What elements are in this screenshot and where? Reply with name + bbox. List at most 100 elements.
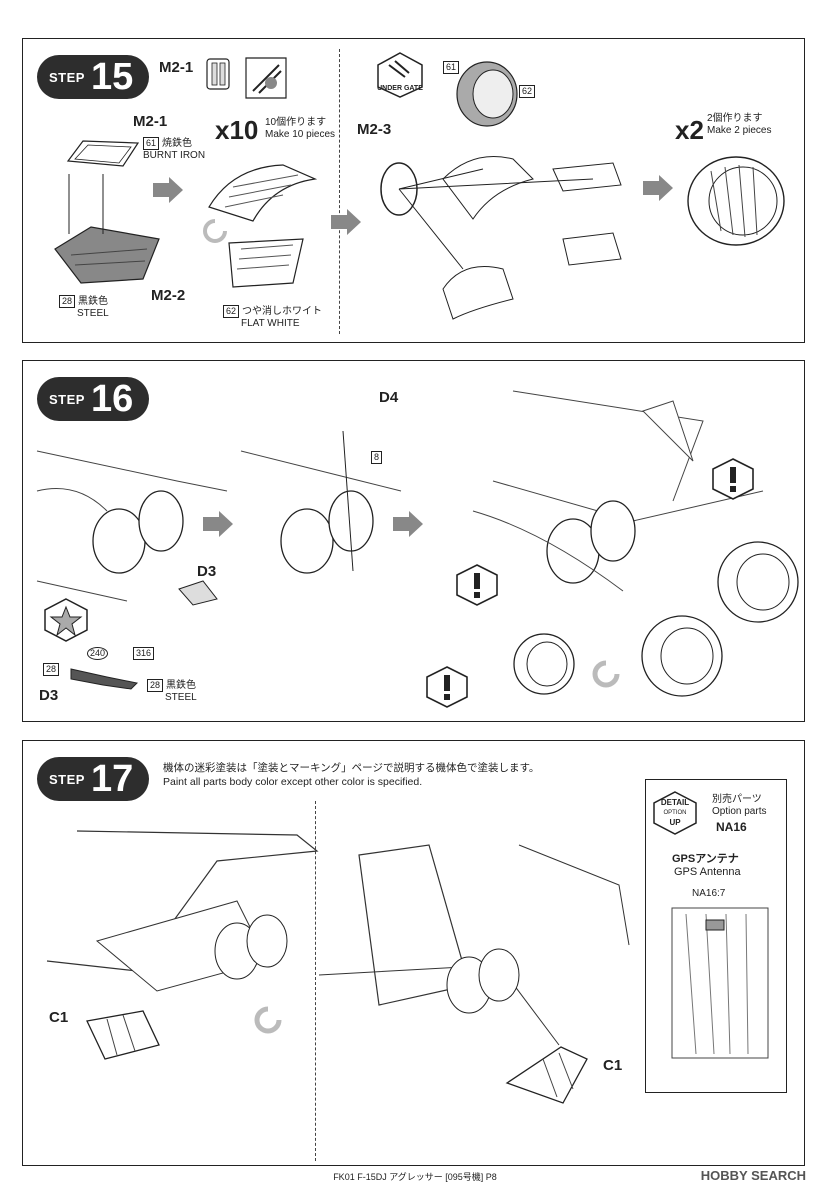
- color-name-en: STEEL: [77, 308, 109, 319]
- gps-label-jp: GPSアンテナ: [672, 853, 739, 865]
- paint-note: 機体の迷彩塗装は「塗装とマーキング」ページで説明する機体色で塗装します。 Pai…: [163, 761, 539, 789]
- step16-badge: STEP 16: [37, 377, 150, 421]
- step-arrow-icon: [643, 175, 673, 201]
- nozzle-complete-drawing: [687, 156, 785, 246]
- step17-badge: STEP 17: [37, 757, 150, 801]
- section-divider: [339, 49, 340, 334]
- step-label: STEP: [49, 391, 85, 407]
- make-count-10: 10個作ります Make 10 pieces: [265, 117, 335, 141]
- under-gate-label: UNDER GATE: [377, 85, 423, 92]
- step-arrow-icon: [153, 177, 183, 203]
- option-code: NA16: [716, 820, 747, 834]
- fuselage-tail-view-3: [472, 390, 764, 592]
- paint-note-jp: 機体の迷彩塗装は「塗装とマーキング」ページで説明する機体色で塗装します。: [163, 762, 540, 774]
- star-hex-icon: [44, 598, 88, 642]
- nozzle-petal-assembled-drawing: [208, 164, 318, 222]
- color-number-28: 28: [59, 295, 76, 308]
- color-name-jp: つや消しホワイト: [242, 306, 323, 317]
- part-c1-right-drawing: [505, 1046, 588, 1104]
- option-parts-box: DETAIL OPTION UP 別売パーツ Option parts NA16…: [645, 779, 787, 1093]
- part-number-8: 8: [371, 447, 385, 465]
- nozzle-ring-drawing: [513, 633, 575, 695]
- fuselage-tail-view-2: [240, 430, 402, 574]
- color-name-en: BURNT IRON: [143, 150, 206, 161]
- aircraft-tail-left-drawing: [46, 830, 319, 992]
- make-count-en: Make 2 pieces: [707, 125, 772, 136]
- part-number-240: 240: [87, 643, 111, 661]
- part-m22-drawing: [54, 226, 160, 284]
- option-parts-label: 別売パーツ Option parts: [712, 794, 767, 817]
- part-label-d3: D3: [197, 563, 217, 580]
- part-label-m21: M2-1: [133, 113, 168, 130]
- color-name-en: STEEL: [165, 692, 197, 703]
- part-label-d3-b: D3: [39, 687, 59, 704]
- nozzle-drawing-right: [717, 541, 799, 623]
- color-name-jp: 黒鉄色: [78, 296, 109, 307]
- gps-label-en: GPS Antenna: [674, 866, 741, 878]
- detail-up-label: DETAIL OPTION UP: [660, 798, 690, 827]
- sprue-part-icon: [206, 58, 230, 90]
- nozzle-petal-inner-drawing: [228, 238, 304, 288]
- page-footer: FK01 F-15DJ アグレッサー [095号機] P8: [333, 1172, 497, 1182]
- warning-hex-icon: [426, 666, 468, 708]
- rotate-icon: [592, 660, 620, 688]
- step-label: STEP: [49, 771, 85, 787]
- step-arrow-icon: [203, 511, 233, 537]
- color-name-jp: 黒鉄色: [166, 680, 197, 691]
- nozzle-exploded-drawing: [380, 156, 622, 320]
- color-number-61: 61: [143, 137, 160, 150]
- part-label-m22: M2-2: [151, 287, 186, 304]
- multiplier-x2: x2: [675, 115, 704, 145]
- color-number: 28: [147, 679, 164, 692]
- multiplier-x10: x10: [215, 115, 259, 145]
- assembly-guide-lines: [68, 174, 104, 234]
- step-number: 16: [90, 378, 134, 420]
- color-number-62: 62: [223, 305, 240, 318]
- step17-panel: STEP 17 機体の迷彩塗装は「塗装とマーキング」ページで説明する機体色で塗装…: [22, 740, 805, 1166]
- make-count-jp: 10個作ります: [265, 117, 327, 128]
- make-count-en: Make 10 pieces: [265, 129, 336, 140]
- part-label-c1-right: C1: [603, 1057, 623, 1074]
- part-c1-left-drawing: [86, 1010, 160, 1060]
- warning-hex-icon: [456, 564, 498, 606]
- make-count-jp: 2個作ります: [707, 113, 763, 124]
- step-number: 17: [90, 758, 134, 800]
- nozzle-ring-drawing: [456, 61, 518, 127]
- section-divider: [315, 801, 316, 1161]
- warning-hex-icon: [712, 458, 754, 500]
- part-m21-drawing: [66, 140, 140, 167]
- step-arrow-icon: [331, 209, 361, 235]
- fuselage-tail-view-1: [36, 450, 228, 602]
- part-label-m23: M2-3: [357, 121, 392, 138]
- part-number-316: 316: [133, 643, 157, 661]
- watermark: HOBBY SEARCH: [700, 1168, 806, 1183]
- rotate-icon: [254, 1006, 282, 1034]
- gps-antenna-detail-drawing: [671, 907, 769, 1059]
- ring-part-61: 61: [443, 57, 462, 75]
- part-d3-painted-drawing: [70, 668, 139, 690]
- ring-part-62: 62: [519, 81, 538, 99]
- color-name-en: FLAT WHITE: [241, 318, 300, 329]
- color-name-jp: 焼鉄色: [162, 138, 193, 149]
- na16-part-label: NA16:7: [692, 888, 726, 899]
- part-label-m21-top: M2-1: [159, 59, 194, 76]
- part-d3-drawing: [178, 580, 218, 606]
- aircraft-tail-right-drawing: [318, 844, 630, 1046]
- nipper-cut-icon: [245, 57, 287, 99]
- paint-note-en: Paint all parts body color except other …: [163, 776, 423, 788]
- make-count-2: 2個作ります Make 2 pieces: [707, 113, 771, 137]
- step-arrow-icon: [393, 511, 423, 537]
- part-label-d4: D4: [379, 389, 399, 406]
- step-label: STEP: [49, 69, 85, 85]
- detail-up-hex-icon: [653, 791, 697, 835]
- rotate-icon: [203, 219, 227, 243]
- under-gate-hex-icon: [377, 52, 423, 98]
- part-number-28a: 28: [43, 659, 62, 677]
- part-label-c1-left: C1: [49, 1009, 69, 1026]
- step15-badge: STEP 15: [37, 55, 150, 99]
- nozzle-drawing-bottom: [641, 615, 723, 697]
